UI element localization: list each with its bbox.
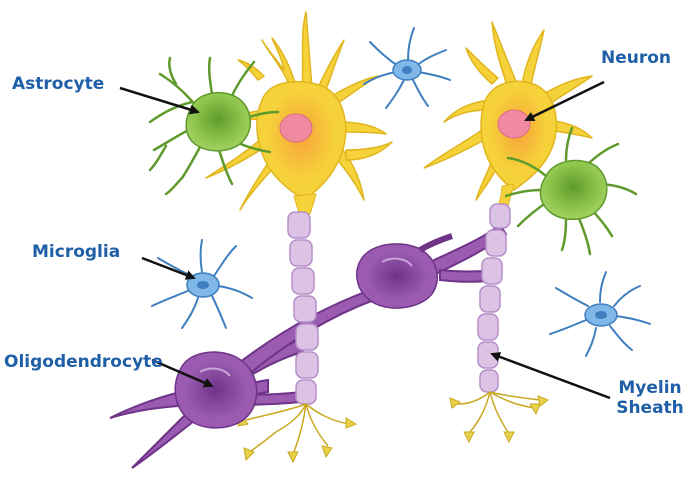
right-terminal-boutons [449, 395, 550, 444]
right-myelin-sheath [477, 203, 511, 393]
label-microglia: Microglia [32, 242, 121, 262]
oligodendrocyte-arrow [151, 358, 214, 388]
astrocyte-arrow [119, 86, 200, 115]
oligodendrocyte-cell-lower [174, 351, 258, 429]
label-myelin-line2: Sheath [616, 398, 684, 418]
label-oligodendrocyte: Oligodendrocyte [4, 352, 163, 372]
oligodendrocyte-cell-upper [356, 233, 453, 309]
left-axon-terminals [245, 403, 351, 453]
right-axon-terminals [457, 391, 541, 433]
left-neuron [205, 11, 393, 215]
right-neuron [423, 21, 593, 207]
microglia-top [363, 27, 451, 109]
astrocyte-left [148, 56, 280, 196]
left-myelin-sheath [287, 211, 319, 405]
microglia-arrow [141, 256, 196, 280]
label-astrocyte: Astrocyte [12, 74, 105, 94]
left-terminal-boutons [237, 412, 358, 464]
label-myelin-sheath: Myelin Sheath [608, 378, 692, 418]
microglia-right [549, 271, 651, 357]
microglia-left [151, 239, 253, 329]
astrocyte-right [504, 126, 638, 256]
label-neuron: Neuron [601, 48, 672, 68]
myelin-sheath-arrow [490, 352, 611, 400]
label-myelin-line1: Myelin [618, 378, 682, 398]
neuron-arrow [524, 80, 605, 122]
